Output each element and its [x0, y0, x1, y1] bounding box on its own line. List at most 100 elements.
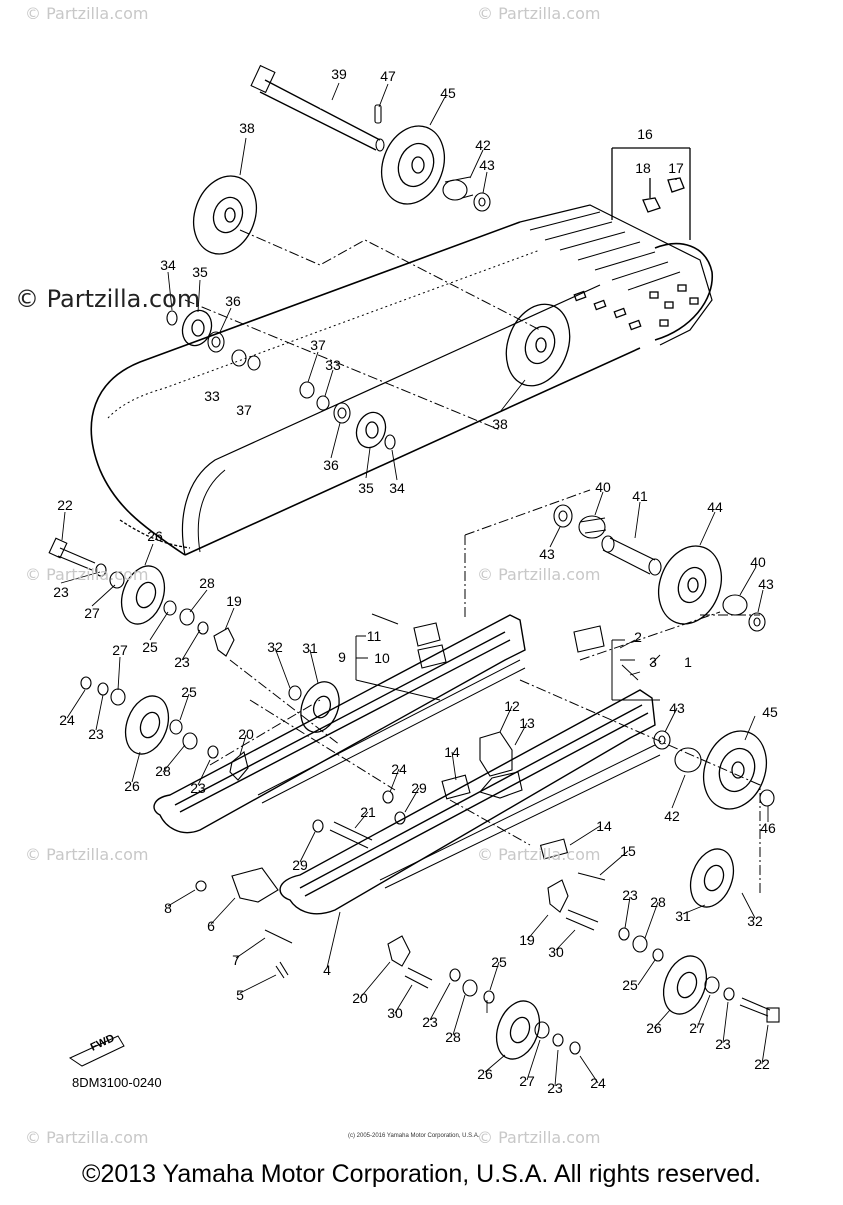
wheel-31-a [300, 681, 340, 733]
part-label-27: 27 [519, 1073, 535, 1089]
part-label-17: 17 [668, 160, 684, 176]
part-label-23: 23 [622, 887, 638, 903]
part-label-33: 33 [204, 388, 220, 404]
part-label-18: 18 [635, 160, 651, 176]
part-label-40: 40 [595, 479, 611, 495]
copyright-notice: ©2013 Yamaha Motor Corporation, U.S.A. A… [82, 1160, 761, 1188]
part-label-47: 47 [380, 68, 396, 84]
part-label-23: 23 [53, 584, 69, 600]
part-label-43: 43 [758, 576, 774, 592]
part-label-43: 43 [539, 546, 555, 562]
part-label-42: 42 [475, 137, 491, 153]
part-label-25: 25 [142, 639, 158, 655]
part-label-36: 36 [323, 457, 339, 473]
part-label-10: 10 [374, 650, 390, 666]
wheel-26-d [662, 955, 708, 1015]
wheel-38-upper [193, 175, 257, 255]
part-label-39: 39 [331, 66, 347, 82]
part-label-9: 9 [338, 649, 346, 665]
part-label-37: 37 [236, 402, 252, 418]
watermark-text: © Partzilla.com [25, 1128, 149, 1147]
part-label-27: 27 [84, 605, 100, 621]
part-label-31: 31 [302, 640, 318, 656]
part-label-15: 15 [620, 843, 636, 859]
wheel-35-b [355, 411, 387, 449]
part-label-33: 33 [325, 357, 341, 373]
part-label-23: 23 [422, 1014, 438, 1030]
part-label-25: 25 [491, 954, 507, 970]
part-label-25: 25 [622, 977, 638, 993]
part-label-40: 40 [750, 554, 766, 570]
part-label-22: 22 [57, 497, 73, 513]
wheel-44 [658, 545, 722, 625]
part-label-41: 41 [632, 488, 648, 504]
watermark-text: © Partzilla.com [477, 845, 601, 864]
part-label-27: 27 [689, 1020, 705, 1036]
leader-lines [60, 82, 769, 1087]
part-label-19: 19 [519, 932, 535, 948]
part-label-23: 23 [88, 726, 104, 742]
watermark-text: © Partzilla.com [477, 565, 601, 584]
part-label-46: 46 [760, 820, 776, 836]
part-label-27: 27 [112, 642, 128, 658]
part-label-35: 35 [358, 480, 374, 496]
part-label-1: 1 [684, 654, 692, 670]
part-label-26: 26 [477, 1066, 493, 1082]
part-label-38: 38 [239, 120, 255, 136]
part-label-28: 28 [199, 575, 215, 591]
part-label-26: 26 [646, 1020, 662, 1036]
part-label-13: 13 [519, 715, 535, 731]
wheel-31-b [689, 848, 735, 908]
watermark-text: © Partzilla.com [477, 1128, 601, 1147]
part-label-26: 26 [124, 778, 140, 794]
wheel-45-lower [703, 730, 767, 810]
watermark-main: © Partzilla.com [15, 285, 201, 313]
part-label-31: 31 [675, 908, 691, 924]
fwd-arrow [68, 1035, 125, 1067]
part-label-4: 4 [323, 962, 331, 978]
part-label-26: 26 [147, 528, 163, 544]
part-label-23: 23 [174, 654, 190, 670]
part-label-29: 29 [292, 857, 308, 873]
part-label-42: 42 [664, 808, 680, 824]
small-parts [48, 64, 780, 1055]
part-label-24: 24 [59, 712, 75, 728]
part-label-44: 44 [707, 499, 723, 515]
part-label-14: 14 [596, 818, 612, 834]
part-label-30: 30 [548, 944, 564, 960]
part-label-29: 29 [411, 780, 427, 796]
part-label-11: 11 [366, 628, 382, 644]
part-label-24: 24 [391, 761, 407, 777]
part-label-20: 20 [352, 990, 368, 1006]
part-label-45: 45 [440, 85, 456, 101]
part-label-12: 12 [504, 698, 520, 714]
part-label-23: 23 [190, 780, 206, 796]
part-label-34: 34 [389, 480, 405, 496]
part-label-25: 25 [181, 684, 197, 700]
part-label-28: 28 [445, 1029, 461, 1045]
slide-rails [153, 614, 661, 915]
part-label-32: 32 [747, 913, 763, 929]
part-label-43: 43 [669, 700, 685, 716]
part-label-22: 22 [754, 1056, 770, 1072]
part-label-38: 38 [492, 416, 508, 432]
wheel-26-b [124, 695, 170, 755]
part-label-6: 6 [207, 918, 215, 934]
part-label-28: 28 [650, 894, 666, 910]
part-label-14: 14 [444, 744, 460, 760]
part-label-5: 5 [236, 987, 244, 1003]
diagram-code: 8DM3100-0240 [72, 1075, 162, 1090]
part-label-3: 3 [649, 654, 657, 670]
part-label-37: 37 [310, 337, 326, 353]
part-label-7: 7 [232, 952, 240, 968]
part-label-24: 24 [590, 1075, 606, 1091]
tiny-copyright: (c) 2005-2016 Yamaha Motor Corporation, … [348, 1133, 480, 1139]
part-label-23: 23 [715, 1036, 731, 1052]
part-label-2: 2 [634, 629, 642, 645]
part-label-19: 19 [226, 593, 242, 609]
part-label-21: 21 [360, 804, 376, 820]
track-belt [90, 147, 713, 556]
part-label-34: 34 [160, 257, 176, 273]
